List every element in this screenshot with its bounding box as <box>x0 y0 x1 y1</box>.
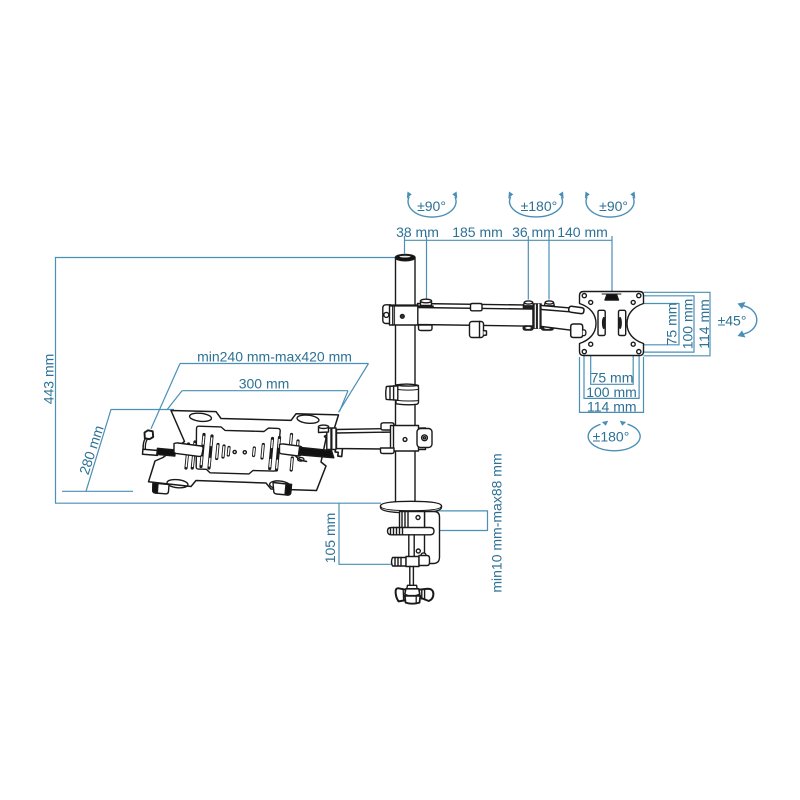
svg-text:±180°: ±180° <box>521 198 558 214</box>
svg-text:75 mm: 75 mm <box>591 370 634 386</box>
svg-text:300 mm: 300 mm <box>239 375 290 391</box>
svg-text:36 mm: 36 mm <box>512 224 555 240</box>
svg-text:105 mm: 105 mm <box>322 513 338 564</box>
svg-text:38 mm: 38 mm <box>396 224 439 240</box>
svg-text:140 mm: 140 mm <box>557 224 608 240</box>
svg-text:100 mm: 100 mm <box>680 299 696 350</box>
svg-text:100 mm: 100 mm <box>586 384 637 400</box>
svg-text:±180°: ±180° <box>593 429 630 445</box>
svg-text:±90°: ±90° <box>417 198 446 214</box>
svg-text:443 mm: 443 mm <box>41 354 57 405</box>
svg-text:±90°: ±90° <box>599 198 628 214</box>
svg-text:185 mm: 185 mm <box>452 224 503 240</box>
svg-text:±45°: ±45° <box>718 313 747 329</box>
svg-text:114 mm: 114 mm <box>587 399 637 415</box>
svg-text:min10 mm-max88 mm: min10 mm-max88 mm <box>489 453 505 592</box>
svg-text:min240 mm-max420 mm: min240 mm-max420 mm <box>197 349 352 365</box>
svg-text:75 mm: 75 mm <box>664 303 680 346</box>
svg-text:280 mm: 280 mm <box>76 423 107 476</box>
svg-text:114 mm: 114 mm <box>696 299 712 349</box>
